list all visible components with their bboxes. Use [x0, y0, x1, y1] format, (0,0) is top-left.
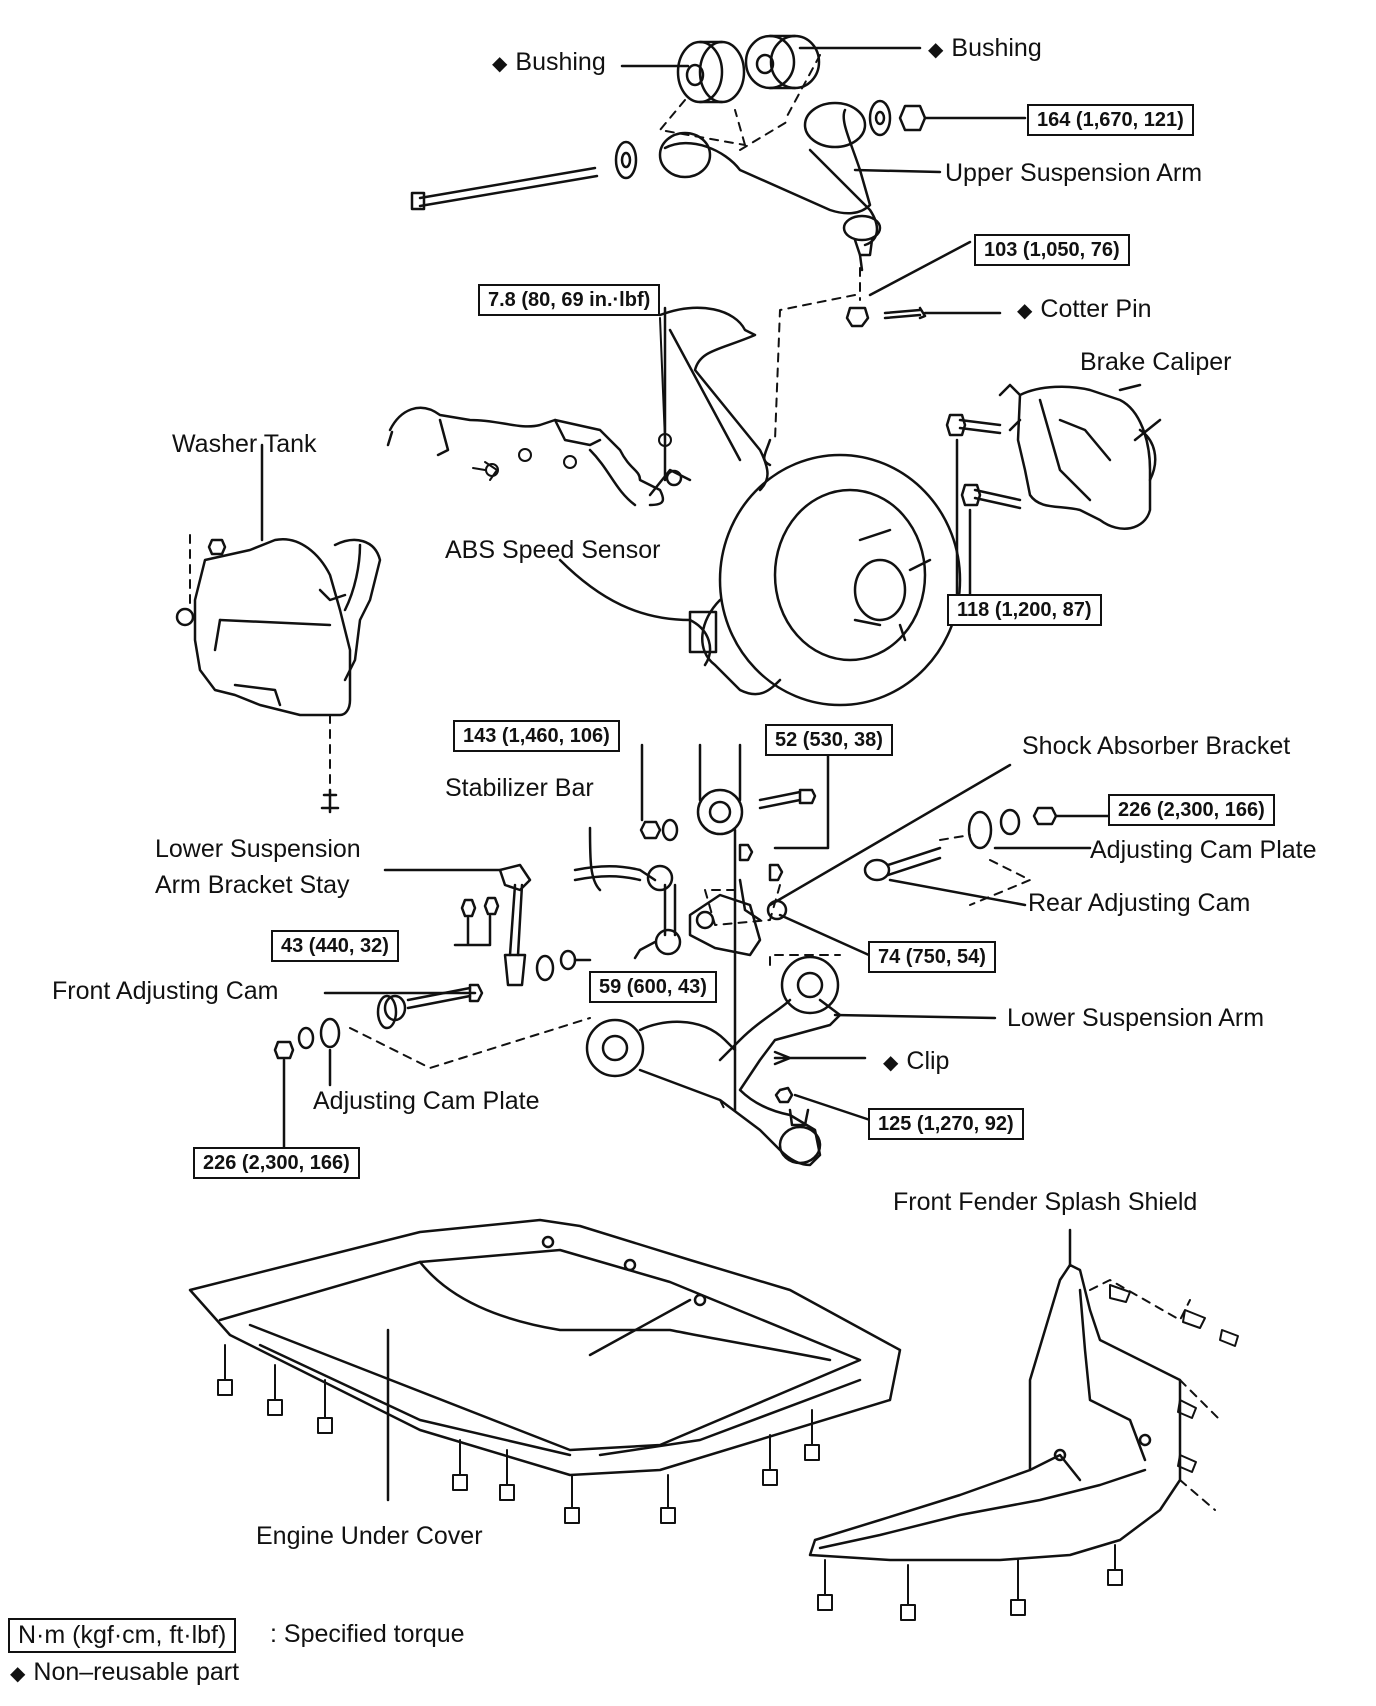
splash-shield-bolts [817, 1284, 1239, 1621]
clip-label: ◆Clip [883, 1047, 950, 1075]
knuckle-part [658, 306, 962, 707]
engine-cover-bolts [217, 1344, 820, 1524]
brake-caliper-label: Brake Caliper [1080, 348, 1232, 376]
shock-part [696, 743, 744, 836]
bushing-right-part [744, 34, 821, 90]
adjusting-cam-plate-left-label: Adjusting Cam Plate [313, 1087, 540, 1115]
sensor-wire-part [386, 406, 692, 622]
front-adj-cam-part [383, 983, 484, 1022]
sensor-bolts [472, 317, 672, 481]
torque-226-right: 226 (2,300, 166) [1108, 794, 1275, 826]
rear-adj-cam-part [863, 846, 942, 882]
caliper-part [998, 383, 1157, 530]
torque-143: 143 (1,460, 106) [453, 720, 620, 752]
torque-59: 59 (600, 43) [589, 971, 717, 1003]
legend-nonreusable: ◆Non–reusable part [10, 1658, 240, 1686]
torque-118: 118 (1,200, 87) [947, 594, 1102, 626]
shock-bracket-part [688, 878, 762, 957]
bushing-right-label: ◆Bushing [928, 34, 1042, 62]
bushing-left-label: ◆Bushing [492, 48, 606, 76]
nut-ball-joint [845, 306, 870, 328]
stabilizer-bar-label: Stabilizer Bar [445, 774, 594, 802]
torque-7-8: 7.8 (80, 69 in.·lbf) [478, 284, 661, 316]
lower-stay-label-2: Arm Bracket Stay [155, 871, 350, 899]
front-fender-splash-shield-label: Front Fender Splash Shield [893, 1188, 1198, 1216]
engine-cover-part [188, 1218, 902, 1477]
caliper-bolts [945, 413, 1022, 510]
cotter-pin-part [883, 306, 927, 320]
splash-shield-part [808, 1263, 1182, 1562]
torque-52: 52 (530, 38) [765, 724, 893, 756]
torque-125: 125 (1,270, 92) [868, 1108, 1024, 1140]
lower-arm-part [585, 955, 842, 1167]
torque-103: 103 (1,050, 76) [974, 234, 1130, 266]
stabilizer-bar-part [573, 826, 682, 960]
torque-43: 43 (440, 32) [271, 930, 399, 962]
bracket-stay-part [498, 863, 532, 987]
lower-suspension-arm-label: Lower Suspension Arm [1007, 1004, 1265, 1032]
nut-upper [898, 104, 927, 132]
torque-226-left: 226 (2,300, 166) [193, 1147, 360, 1179]
bushing-dashed-lines [659, 54, 821, 151]
torque-74: 74 (750, 54) [868, 941, 996, 973]
bolt-52 [758, 788, 817, 810]
front-adjusting-cam-label: Front Adjusting Cam [52, 977, 279, 1005]
rear-adjusting-cam-label: Rear Adjusting Cam [1028, 889, 1251, 917]
shock-absorber-bracket-label: Shock Absorber Bracket [1022, 732, 1291, 760]
adjusting-cam-plate-right-label: Adjusting Cam Plate [1090, 836, 1317, 864]
upper-arm-part [658, 101, 882, 272]
abs-speed-sensor-label: ABS Speed Sensor [445, 536, 661, 564]
torque-164: 164 (1,670, 121) [1027, 104, 1194, 136]
washer-tank-label: Washer Tank [172, 430, 317, 458]
upper-suspension-arm-label: Upper Suspension Arm [945, 159, 1203, 187]
legend-unit-box: N·m (kgf·cm, ft·lbf) [8, 1618, 237, 1653]
legend-unit-text: : Specified torque [270, 1620, 465, 1648]
washer-upper-left [614, 140, 638, 180]
upper-bolt-long [410, 166, 599, 211]
washer-upper-right [868, 99, 892, 137]
engine-under-cover-label: Engine Under Cover [256, 1522, 483, 1550]
cotter-pin-label: ◆Cotter Pin [1017, 295, 1152, 323]
lower-stay-label-1: Lower Suspension [155, 835, 361, 863]
washer-tank-part [175, 537, 382, 717]
bushing-left-part [676, 40, 746, 104]
